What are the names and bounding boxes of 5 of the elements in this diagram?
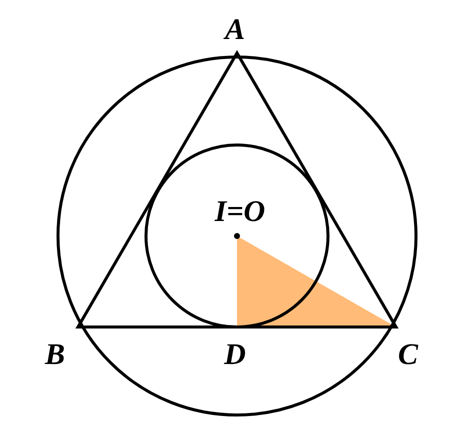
point-label: B xyxy=(45,340,65,370)
point-label: D xyxy=(224,340,246,370)
point-label: I=O xyxy=(214,197,266,227)
point-label: A xyxy=(225,15,245,45)
point-label: C xyxy=(398,340,418,370)
